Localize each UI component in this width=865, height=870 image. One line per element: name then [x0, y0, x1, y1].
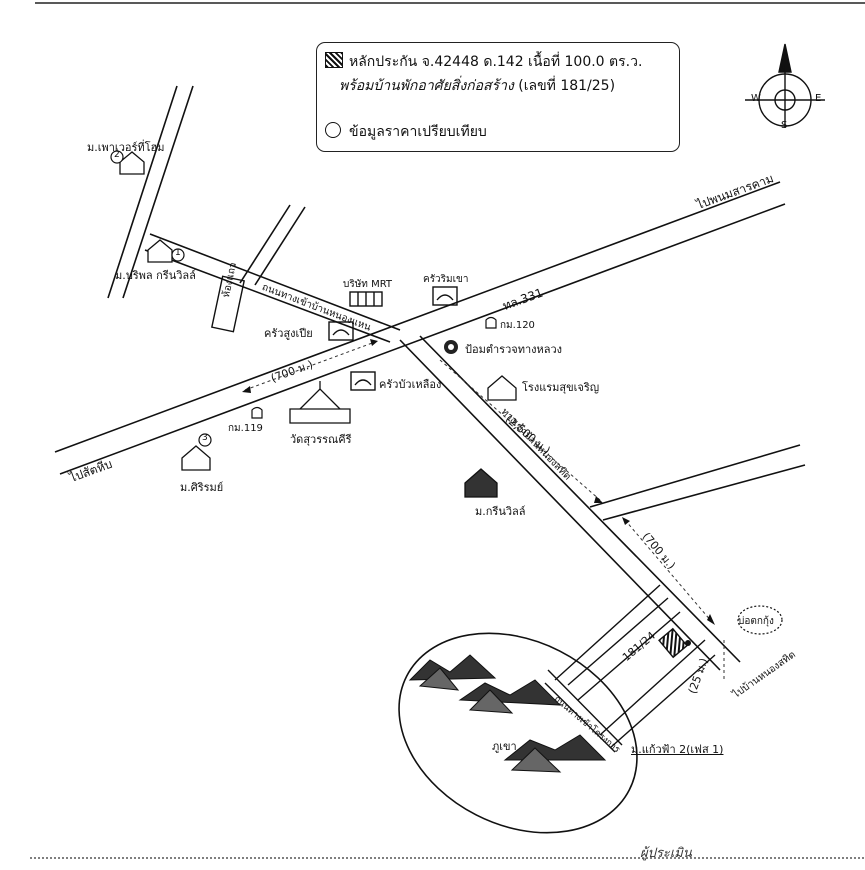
place-fish-pond: บ่อตกกุ้ง: [738, 616, 774, 627]
road-nong-khaen: [144, 233, 401, 343]
compass-e: E: [815, 93, 822, 104]
place-hotel: โรงแรมสุขเจริญ: [522, 381, 600, 394]
comparison-text: ข้อมูลราคาเปรียบเทียบ: [349, 124, 487, 140]
place-krua-sung-pia: ครัวสูงเปีย: [264, 327, 313, 340]
marker-3: 3: [202, 433, 208, 443]
place-kaew-fa: ม.แก้วฟ้า 2(เฟส 1): [631, 743, 724, 756]
circle-icon: [325, 122, 341, 138]
place-mrt: บริษัท MRT: [343, 279, 393, 290]
legend-box: หลักประกัน จ.42448 ด.142 เนื้อที่ 100.0 …: [316, 42, 680, 152]
shophouse-box: [211, 275, 245, 333]
place-krua-bua: ครัวบัวเหลือง: [379, 378, 442, 391]
compass-s: S: [781, 120, 788, 131]
legend-comparison: ข้อมูลราคาเปรียบเทียบ: [325, 121, 487, 143]
compass-w: W: [751, 93, 761, 104]
road-top-left: [107, 85, 194, 299]
legend-collateral: หลักประกัน จ.42448 ด.142 เนื้อที่ 100.0 …: [325, 51, 642, 73]
house-number: (เลขที่ 181/25): [518, 78, 616, 94]
compass-n: N: [779, 64, 787, 75]
handwritten-note: พร้อมบ้านพักอาศัยสิ่งก่อสร้าง: [339, 78, 514, 94]
house-icon: [119, 151, 517, 498]
fish-pond: [737, 605, 783, 635]
place-police-box: ป้อมตำรวจทางหลวง: [465, 343, 563, 356]
km-post-icon: [251, 316, 497, 419]
distance-guides: [244, 341, 725, 680]
place-pripol: ม.ปริพล กรีนวิลล์: [115, 269, 196, 282]
place-mountain: ภูเขา: [492, 740, 517, 753]
highway-331: [54, 181, 786, 475]
place-wat: วัดสุวรรณคีรี: [290, 433, 352, 446]
legend-note: พร้อมบ้านพักอาศัยสิ่งก่อสร้าง (เลขที่ 18…: [339, 75, 615, 97]
place-green-ville: ม.กรีนวิลล์: [475, 505, 526, 518]
collateral-text: หลักประกัน จ.42448 ด.142 เนื้อที่ 100.0 …: [349, 54, 643, 70]
marker-2: 2: [114, 150, 120, 160]
place-km119: กม.119: [228, 423, 263, 434]
road-branch-right: [589, 444, 806, 521]
police-box-icon: [444, 340, 458, 354]
bottom-handwriting: ผู้ประเมิน: [640, 846, 692, 861]
temple-icon: [289, 381, 351, 424]
compass-icon: [745, 43, 825, 128]
road-second-vertical: [239, 204, 306, 286]
project-roads: [544, 584, 716, 753]
arrow-heads: [242, 339, 715, 625]
marker-circles: [110, 150, 212, 447]
place-power-home: ม.เพาเวอร์ที่โฮม: [87, 141, 165, 154]
mountain-area: [398, 632, 638, 834]
plot-marker: [685, 640, 691, 646]
hatched-square-icon: [325, 52, 343, 68]
restaurant-icon: [328, 286, 458, 391]
mountain-icon: [408, 654, 607, 773]
marker-1: 1: [175, 248, 181, 258]
mrt-building-icon: [349, 291, 383, 307]
collateral-plot: [658, 627, 688, 659]
place-sriram: ม.ศิริรมย์: [180, 481, 224, 494]
place-krua-rim-khao: ครัวริมเขา: [423, 274, 469, 285]
place-km120: กม.120: [500, 320, 535, 331]
road-nong-sathit: [399, 335, 741, 671]
